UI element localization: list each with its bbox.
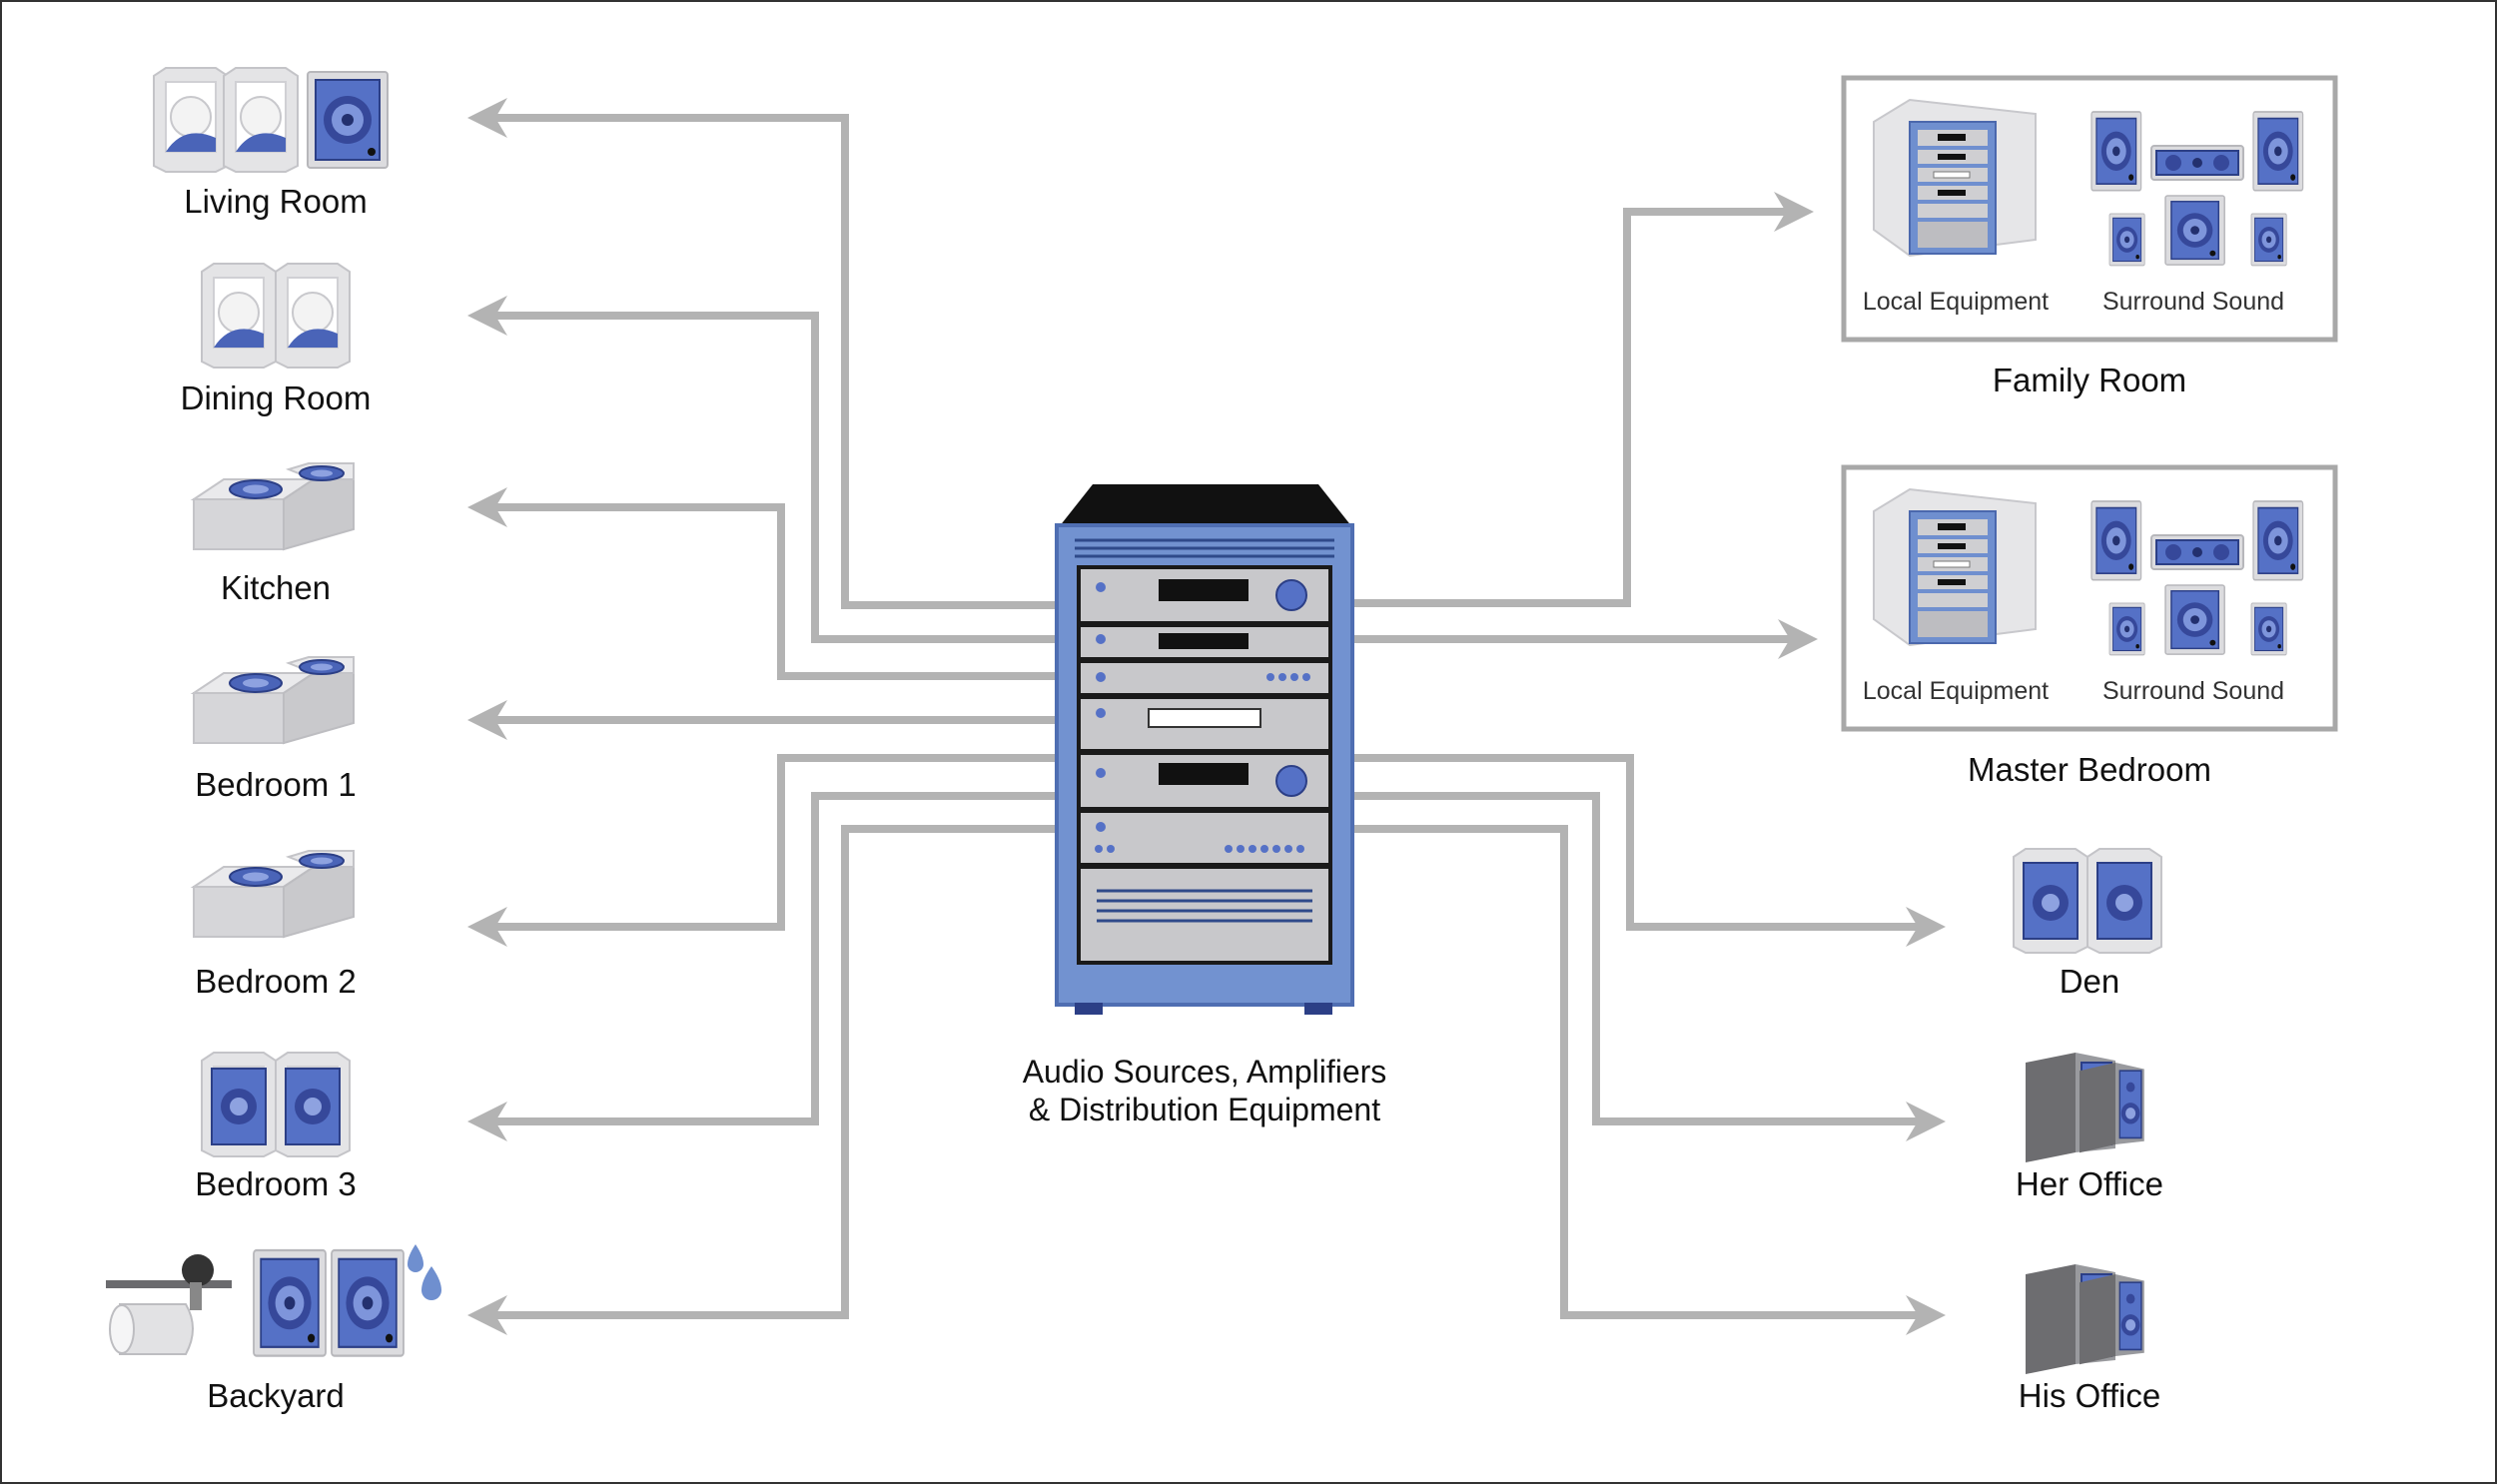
connection-wires [467, 98, 1946, 1335]
zone-label-family-room: Family Room [1993, 362, 2186, 398]
zone-label-kitchen: Kitchen [221, 569, 331, 606]
in-ceiling-speakers-icon [193, 656, 355, 744]
bookshelf-speakers-icon [2025, 1263, 2145, 1375]
wire-kitchen [467, 487, 1059, 680]
in-wall-speakers-icon [201, 263, 351, 369]
local-equipment-label: Local Equipment [1863, 677, 2049, 705]
zone-label-den: Den [2060, 963, 2120, 1000]
wire-dining-room [467, 296, 1059, 643]
zone-label-her-office: Her Office [2016, 1165, 2163, 1202]
zone-label-bedroom-3: Bedroom 3 [195, 1165, 356, 1202]
in-wall-speakers-icon [153, 67, 389, 173]
in-ceiling-speakers-icon [193, 462, 355, 550]
zone-label-bedroom-2: Bedroom 2 [195, 963, 356, 1000]
center-caption-line2: & Distribution Equipment [1029, 1092, 1380, 1127]
in-ceiling-speakers-icon [193, 850, 355, 938]
zone-label-backyard: Backyard [207, 1377, 345, 1414]
zone-label-master-bedroom: Master Bedroom [1968, 751, 2211, 788]
in-wall-speakers-icon [2013, 848, 2162, 954]
zone-label-his-office: His Office [2019, 1377, 2160, 1414]
zone-label-bedroom-1: Bedroom 1 [195, 766, 356, 803]
family-room-panel: Local Equipment Surround Sound [1841, 75, 2338, 343]
zone-label-living-room: Living Room [184, 183, 367, 220]
outdoor-speakers-icon [106, 1244, 441, 1357]
center-caption-line1: Audio Sources, Amplifiers [1023, 1054, 1387, 1090]
wire-bedroom-3 [467, 792, 1059, 1141]
wire-living-room [467, 98, 1059, 609]
surround-sound-label: Surround Sound [2102, 288, 2284, 316]
wire-family-room [1350, 192, 1814, 607]
local-equipment-icon [1873, 99, 2037, 257]
wire-bedroom-2 [467, 754, 1059, 947]
master-bedroom-panel: Local Equipment Surround Sound [1841, 464, 2338, 732]
equipment-rack-icon [1055, 484, 1354, 1015]
wire-backyard [467, 825, 1059, 1335]
local-equipment-icon [1873, 488, 2037, 646]
bookshelf-speakers-icon [2025, 1052, 2145, 1163]
in-wall-speakers-icon [201, 1052, 351, 1157]
local-equipment-label: Local Equipment [1863, 288, 2049, 316]
wire-her-office [1350, 792, 1946, 1141]
zone-label-dining-room: Dining Room [181, 379, 372, 416]
wire-den [1350, 754, 1946, 947]
wire-his-office [1350, 825, 1946, 1335]
surround-sound-label: Surround Sound [2102, 677, 2284, 705]
